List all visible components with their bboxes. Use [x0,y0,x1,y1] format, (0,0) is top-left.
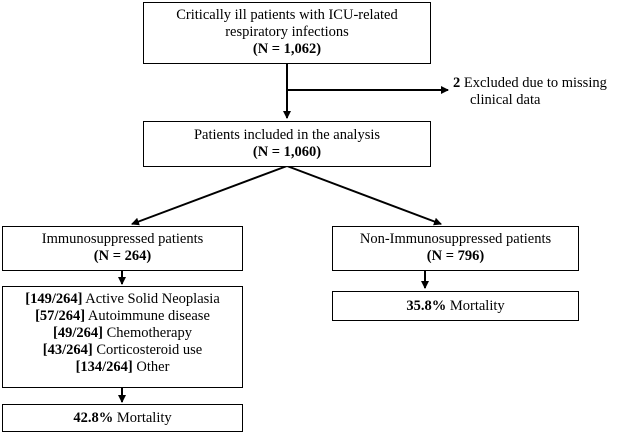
immuno-n: (N = 264) [93,248,152,264]
analysis-line1: Patients included in the analysis [193,127,381,143]
non-immuno-mortality-pct: 35.8% [406,298,447,314]
immuno-mortality-label: Mortality [116,410,172,426]
cause-item: [149/264] Active Solid Neoplasia [25,291,220,307]
initial-cohort-n: (N = 1,062) [252,41,322,57]
box-immunosuppression-causes: [149/264] Active Solid Neoplasia [57/264… [2,286,243,388]
excluded-text-line2: clinical data [470,92,541,108]
cause-item: [57/264] Autoimmune disease [35,308,210,324]
immuno-mortality-pct: 42.8% [73,410,114,426]
box-immunosuppressed: Immunosuppressed patients (N = 264) [2,226,243,271]
cause-item: [43/264] Corticosteroid use [42,342,203,358]
immuno-line1: Immunosuppressed patients [41,231,204,247]
box-immuno-mortality: 42.8% Mortality [2,404,243,432]
non-immuno-n: (N = 796) [426,248,485,264]
arrow-analysis-to-non-immuno [286,165,442,226]
excluded-text-line1: Excluded due to missing [463,75,607,91]
initial-cohort-line2: respiratory infections [225,24,349,40]
box-included-analysis: Patients included in the analysis (N = 1… [143,121,431,167]
excluded-note: 2 Excluded due to missing clinical data [453,75,643,109]
box-non-immunosuppressed: Non-Immunosuppressed patients (N = 796) [332,226,579,271]
arrow-analysis-to-immuno [131,165,288,226]
cause-item: [49/264] Chemotherapy [53,325,192,341]
cause-item: [134/264] Other [75,359,170,375]
initial-cohort-line1: Critically ill patients with ICU-related [176,7,398,23]
excluded-count: 2 [453,75,461,91]
analysis-n: (N = 1,060) [252,144,322,160]
box-initial-cohort: Critically ill patients with ICU-related… [143,2,431,64]
non-immuno-line1: Non-Immunosuppressed patients [359,231,552,247]
box-non-immuno-mortality: 35.8% Mortality [332,291,579,321]
non-immuno-mortality-label: Mortality [449,298,505,314]
